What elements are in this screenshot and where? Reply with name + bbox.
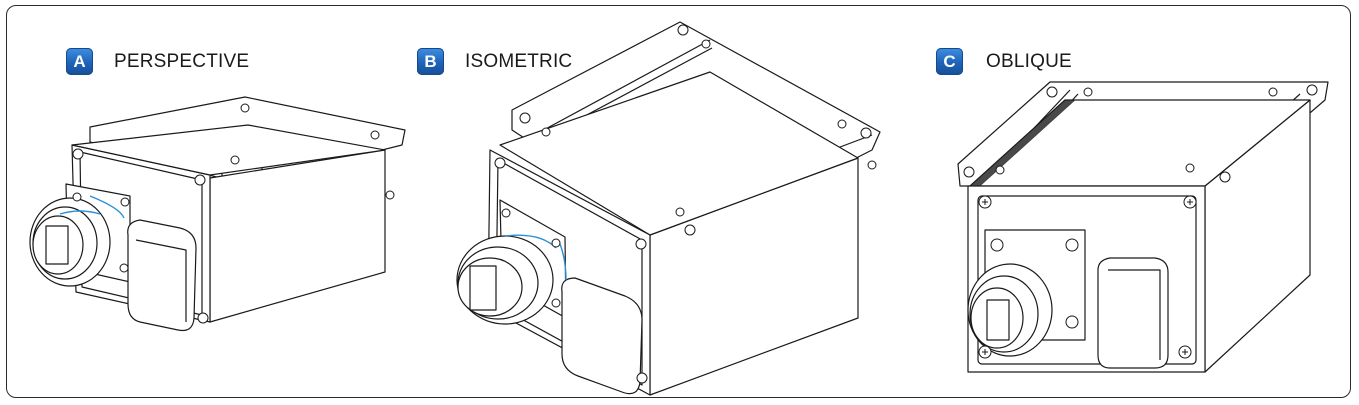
- panel-a: A PERSPECTIVE: [0, 0, 400, 405]
- panel-b-title: ISOMETRIC: [465, 51, 573, 72]
- screw-icon: [495, 25, 876, 383]
- panel-c-title: OBLIQUE: [986, 51, 1072, 72]
- screw-icon: [73, 104, 394, 323]
- panel-b: B ISOMETRIC: [417, 0, 900, 405]
- panel-a-title: PERSPECTIVE: [114, 51, 250, 72]
- panel-b-badge: B: [417, 48, 444, 75]
- panel-c-badge: C: [936, 48, 963, 75]
- panel-a-badge: A: [66, 48, 93, 75]
